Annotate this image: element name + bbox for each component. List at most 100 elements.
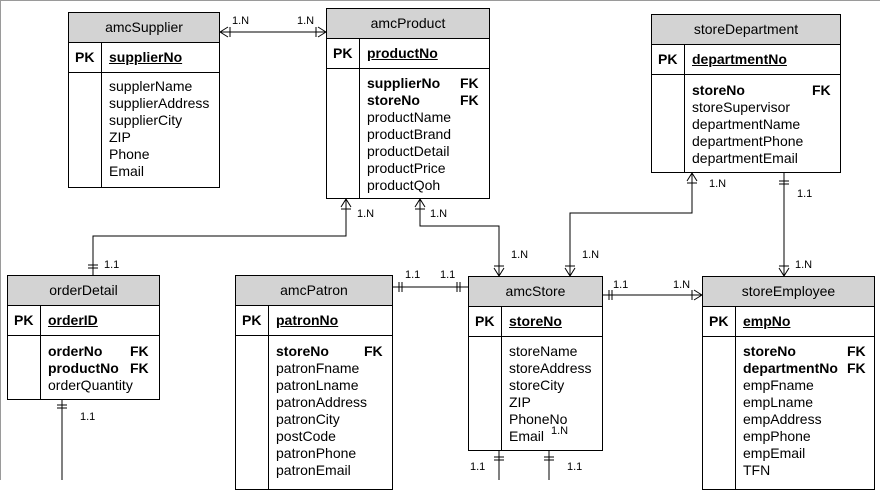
attribute: orderQuantity (48, 377, 133, 393)
pk-field: departmentNo (692, 51, 787, 67)
pk-field: patronNo (276, 312, 339, 328)
pk-label: PK (658, 51, 678, 67)
cardinality-label: 1.N (297, 15, 315, 27)
bar-patron (398, 282, 403, 292)
cardinality-label: 1.N (430, 208, 448, 220)
cardinality-label: 1.N (795, 259, 813, 271)
pk-label: PK (14, 312, 34, 328)
crowfoot-store-top-left (493, 265, 505, 277)
bar-dept-bottom (779, 180, 789, 185)
attribute: supplierCity (109, 112, 183, 128)
cardinality-label: 1.1 (80, 411, 96, 423)
attribute: postCode (276, 428, 336, 444)
attribute: productPrice (367, 160, 446, 176)
attribute: Email (509, 428, 545, 444)
attribute: ZIP (509, 394, 531, 410)
attribute: patronEmail (276, 462, 351, 478)
cardinality-label: 1.N (582, 249, 600, 261)
cardinality-label: 1.N (357, 208, 375, 220)
attribute: PhoneNo (509, 411, 568, 427)
cardinality-label: 1.1 (104, 259, 120, 271)
attribute: supplerName (109, 78, 193, 94)
pk-label: PK (333, 45, 353, 61)
attribute: departmentName (692, 116, 801, 132)
entity-title: storeDepartment (652, 15, 840, 45)
bar-order-top (88, 264, 98, 269)
bar-store-left (456, 282, 461, 292)
entity-amcSupplier[interactable]: amcSupplier PK supplierNo supplerName su… (68, 12, 220, 188)
cardinality-label: 1.1 (797, 188, 813, 200)
attribute: departmentEmail (692, 150, 798, 166)
pk-row: PK patronNo (236, 306, 392, 336)
entity-title: orderDetail (8, 276, 159, 306)
bar-order-bottom (57, 404, 67, 409)
cardinality-label: 1.1 (567, 461, 583, 473)
bar-store-bottom-right (544, 456, 554, 461)
attribute: patronPhone (276, 445, 357, 461)
attribute: storeCity (509, 377, 565, 393)
entity-amcStore[interactable]: amcStore PK storeNo storeName storeAddre… (468, 276, 603, 451)
attribute: patronCity (276, 411, 340, 427)
entity-title: storeEmployee (703, 277, 874, 307)
crowfoot-product-left (315, 26, 327, 38)
pk-label: PK (709, 313, 729, 329)
pk-label: PK (475, 313, 495, 329)
attribute: storeAddress (509, 360, 592, 376)
entity-title: amcProduct (327, 9, 489, 39)
attribute: patronLname (276, 377, 359, 393)
cardinality-label: 1.N (709, 178, 727, 190)
attribute: productQoh (367, 177, 441, 193)
attribute: Email (109, 163, 145, 179)
bar-store-right (608, 290, 613, 300)
cardinality-label: 1.1 (613, 279, 629, 291)
relationship-lines (57, 26, 790, 480)
cardinality-label: 1.1 (440, 269, 456, 281)
attribute: TFN (743, 462, 771, 478)
pk-field: productNo (367, 45, 438, 61)
crowfoot-product-bottom (340, 198, 352, 210)
pk-row: PK supplierNo (69, 43, 219, 73)
pk-row: PK empNo (703, 307, 874, 337)
attribute: empPhone (743, 428, 811, 444)
entity-title: amcStore (469, 277, 602, 307)
entity-title: amcPatron (236, 276, 392, 306)
attribute: ZIP (109, 129, 131, 145)
rel-dept-store (569, 173, 693, 276)
cardinality-label: 1.1 (405, 269, 421, 281)
attribute: productName (367, 109, 452, 125)
pk-label: PK (242, 312, 262, 328)
attribute: departmentPhone (692, 133, 804, 149)
crowfoot-supplier (219, 26, 231, 38)
diagram-frame (0, 0, 880, 480)
rel-product-order (92, 199, 347, 275)
attribute: storeName (509, 343, 578, 359)
attribute: productDetail (367, 143, 450, 159)
rel-product-store (419, 199, 500, 276)
pk-row: PK departmentNo (652, 45, 840, 75)
pk-row: PK storeNo (469, 307, 602, 337)
attribute: empEmail (743, 445, 806, 461)
cardinality-label: 1.N (551, 425, 569, 437)
pk-row: PK productNo (327, 39, 489, 69)
attribute: storeSupervisor (692, 99, 791, 115)
crowfoot-emp-top (778, 265, 790, 277)
cardinality-label: 1.N (511, 249, 529, 261)
crowfoot-store-top-right (564, 265, 576, 277)
cardinality-label: 1.1 (470, 461, 486, 473)
attribute: Phone (109, 146, 150, 162)
bar-store-bottom-left (494, 456, 504, 461)
attribute: patronFname (276, 360, 360, 376)
attribute: patronAddress (276, 394, 368, 410)
pk-field: supplierNo (109, 49, 183, 65)
pk-field: storeNo (509, 313, 562, 329)
